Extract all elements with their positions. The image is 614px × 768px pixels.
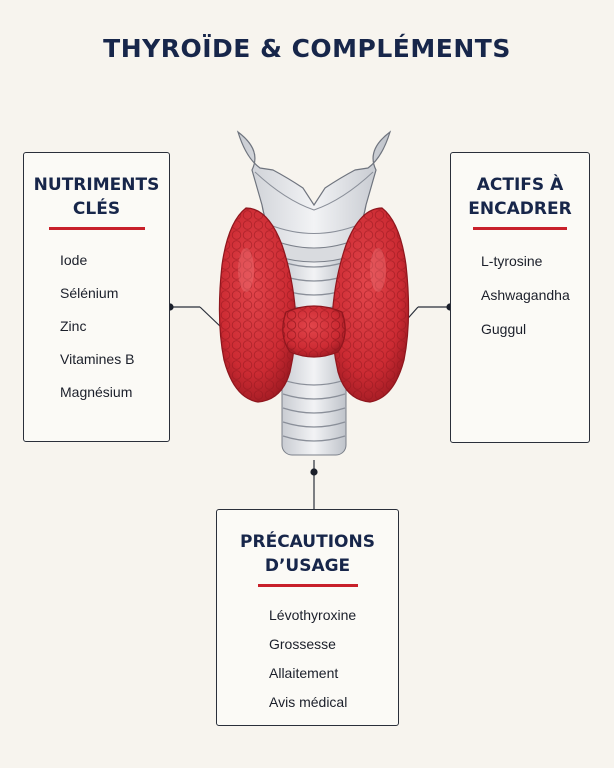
panel-title-line: PRÉCAUTIONS — [240, 532, 375, 552]
list-item: Zinc — [60, 318, 87, 334]
connector-right — [401, 306, 450, 326]
active-list: L-tyrosine Ashwagandha Guggul — [451, 244, 589, 346]
panel-title-line: D’USAGE — [264, 556, 351, 576]
list-item: Lévothyroxine — [269, 607, 357, 623]
connector-left — [170, 306, 223, 329]
panel-title-line: ENCADRER — [468, 199, 572, 219]
panel-nutriments-cles: NUTRIMENTS CLÉS Iode Sélénium Zinc Vitam… — [23, 152, 170, 442]
panel-title: ACTIFS À ENCADRER — [451, 173, 589, 221]
list-item: Ashwagandha — [481, 287, 570, 303]
panel-title-line: NUTRIMENTS — [33, 175, 160, 195]
thyroid-gland — [218, 207, 410, 403]
list-item: Vitamines B — [60, 351, 135, 367]
panel-title: NUTRIMENTS CLÉS — [24, 173, 169, 221]
list-item: Grossesse — [269, 636, 336, 652]
precaution-list: Lévothyroxine Grossesse Allaitement Avis… — [217, 601, 398, 717]
list-item: Guggul — [481, 321, 527, 337]
panel-precautions-usage: PRÉCAUTIONS D’USAGE Lévothyroxine Grosse… — [216, 509, 399, 726]
list-item: Avis médical — [269, 694, 348, 710]
page-title: THYROÏDE & COMPLÉMENTS — [103, 34, 511, 63]
panel-title: PRÉCAUTIONS D’USAGE — [217, 530, 398, 578]
panel-title-line: CLÉS — [72, 199, 121, 219]
list-item: L-tyrosine — [481, 253, 543, 269]
list-item: Magnésium — [60, 384, 133, 400]
accent-rule — [48, 227, 145, 230]
list-item: Sélénium — [60, 285, 119, 301]
nutrient-list: Iode Sélénium Zinc Vitamines B Magnésium — [24, 244, 169, 409]
panel-title-line: ACTIFS À — [476, 175, 564, 195]
accent-rule — [257, 584, 358, 587]
list-item: Iode — [60, 252, 88, 268]
list-item: Allaitement — [269, 665, 339, 681]
connector-bottom-dot — [310, 468, 318, 476]
accent-rule — [473, 227, 567, 230]
panel-actifs-a-encadrer: ACTIFS À ENCADRER L-tyrosine Ashwagandha… — [450, 152, 590, 443]
